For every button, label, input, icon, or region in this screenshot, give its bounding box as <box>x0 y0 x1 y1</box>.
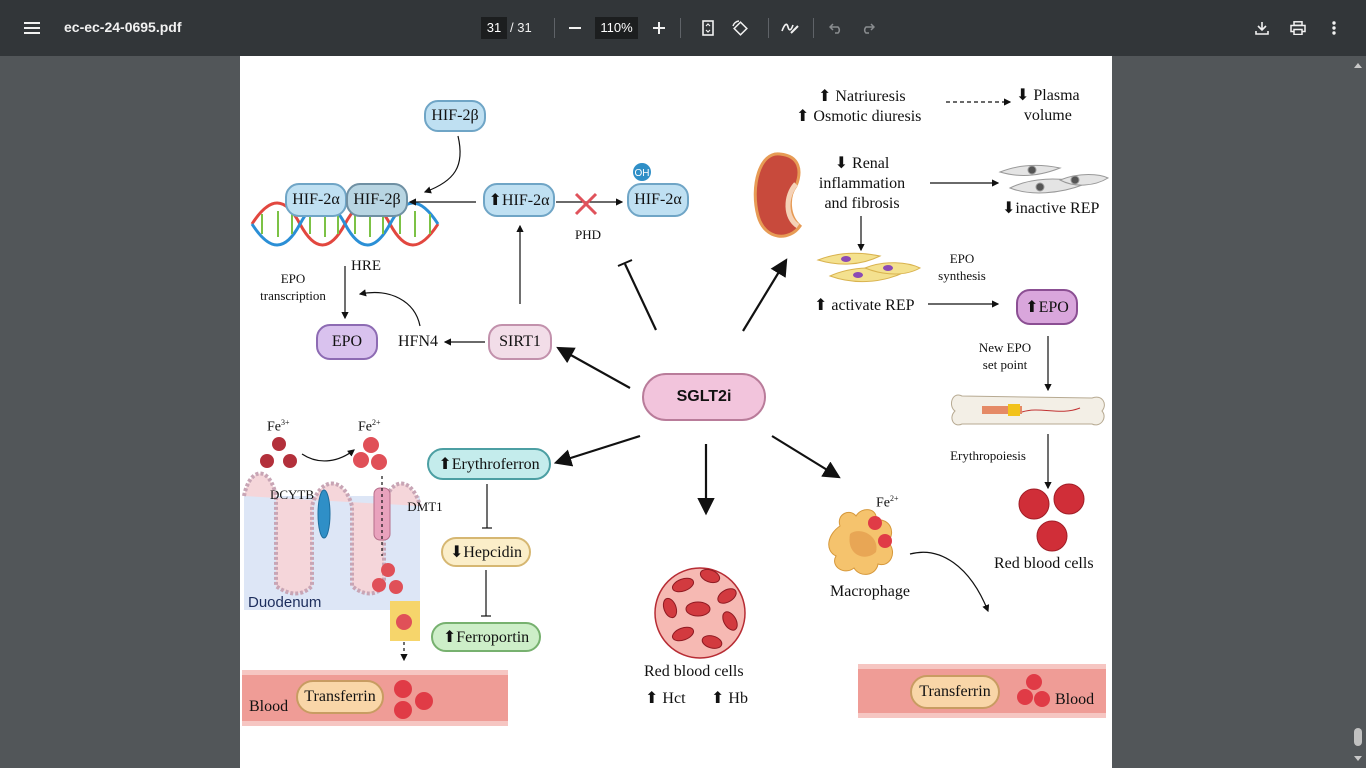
download-icon[interactable] <box>1248 14 1276 42</box>
hif2b-top-pill: HIF-2β <box>424 100 486 132</box>
macrophage-label: Macrophage <box>830 583 910 600</box>
plus-icon[interactable] <box>645 14 673 42</box>
red-blood-cells-center-label: Red blood cells <box>644 663 744 680</box>
sglt2i-pill: SGLT2i <box>642 373 766 421</box>
sirt1-pill: SIRT1 <box>488 324 552 360</box>
dmt1-label: DMT1 <box>407 499 443 514</box>
scroll-up-icon[interactable] <box>1350 58 1366 72</box>
erythropoiesis-label: Erythropoiesis <box>950 448 1026 463</box>
rotate-icon[interactable] <box>726 14 754 42</box>
activate-rep-label: ⬆ activate REP <box>814 297 915 314</box>
transferrin-right-pill: Transferrin <box>910 675 1000 709</box>
ferroportin-pill: ⬆Ferroportin <box>431 622 541 652</box>
fe3-label: Fe3+ <box>267 418 290 435</box>
hb-label: ⬆ Hb <box>711 690 748 707</box>
pdf-page: HIF-2β HIF-2α HIF-2β ⬆HIF-2α HIF-2α OH P… <box>240 56 1112 768</box>
pdf-viewer[interactable]: HIF-2β HIF-2α HIF-2β ⬆HIF-2α HIF-2α OH P… <box>0 56 1366 768</box>
erythroferron-pill: ⬆Erythroferron <box>427 448 551 480</box>
scroll-down-icon[interactable] <box>1350 752 1366 766</box>
fibroblasts-active <box>816 252 922 283</box>
file-name: ec-ec-24-0695.pdf <box>64 19 182 35</box>
annotate-pen-icon[interactable] <box>776 14 804 42</box>
bone-illustration <box>951 394 1105 426</box>
hif2a-up-pill: ⬆HIF-2α <box>483 183 555 217</box>
fe2-label: Fe2+ <box>358 418 381 435</box>
figure-drawing <box>242 98 1110 726</box>
more-vert-icon[interactable] <box>1320 14 1348 42</box>
fibroblasts-inactive <box>998 164 1110 194</box>
redo-icon[interactable] <box>854 14 882 42</box>
oh-label: OH <box>634 168 650 179</box>
divider <box>680 18 681 38</box>
duodenum-label: Duodenum <box>248 594 322 611</box>
hfn4-label: HFN4 <box>398 333 439 350</box>
hre-label: HRE <box>351 258 381 274</box>
vertical-scrollbar[interactable] <box>1350 56 1366 768</box>
macrophage-illustration <box>828 509 893 575</box>
page-number-input[interactable]: 31 <box>481 17 507 39</box>
page-total: / 31 <box>510 20 532 35</box>
epo-left-pill: EPO <box>316 324 378 360</box>
hif2b-left-pill: HIF-2β <box>346 183 408 217</box>
rbc-cluster-center <box>654 567 746 659</box>
phd-label: PHD <box>574 227 601 242</box>
print-icon[interactable] <box>1284 14 1312 42</box>
dcytb-label: DCYTB <box>269 487 315 502</box>
divider <box>554 18 555 38</box>
osmotic-diuresis-label: ⬆ Osmotic diuresis <box>796 108 922 125</box>
natriuresis-label: ⬆ Natriuresis <box>818 88 906 105</box>
epo-right-pill: ⬆EPO <box>1016 289 1078 325</box>
divider <box>813 18 814 38</box>
red-blood-cells-right-label: Red blood cells <box>994 555 1094 572</box>
kidney-illustration <box>753 152 802 238</box>
zoom-input[interactable]: 110% <box>595 17 638 39</box>
scrollbar-thumb[interactable] <box>1354 728 1362 746</box>
inactive-rep-label: ⬇inactive REP <box>1002 200 1100 217</box>
hepcidin-pill: ⬇Hepcidin <box>441 537 531 567</box>
minus-icon[interactable] <box>561 14 589 42</box>
divider <box>768 18 769 38</box>
hif2a-right-pill: HIF-2α <box>627 183 689 217</box>
hamburger-menu-icon[interactable] <box>18 14 46 42</box>
blood-left-label: Blood <box>249 698 289 715</box>
duodenum-illustration <box>242 471 422 662</box>
fe2-macrophage-label: Fe2+ <box>876 494 899 511</box>
hct-label: ⬆ Hct <box>645 690 686 707</box>
pdf-toolbar: ec-ec-24-0695.pdf 31 / 31 110% <box>0 0 1366 56</box>
blood-right-label: Blood <box>1055 691 1095 708</box>
undo-icon[interactable] <box>822 14 850 42</box>
transferrin-left-pill: Transferrin <box>296 680 384 714</box>
hif2a-left-pill: HIF-2α <box>285 183 347 217</box>
fit-page-icon[interactable] <box>694 14 722 42</box>
